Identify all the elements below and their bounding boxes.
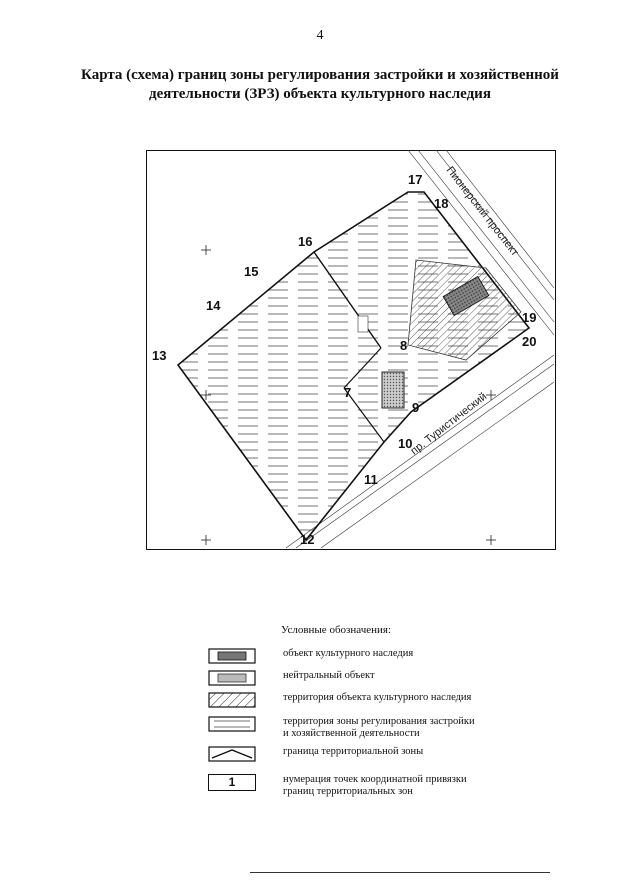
- heritage-territory-symbol: [208, 692, 256, 708]
- point-20-label: 20: [522, 334, 536, 349]
- point-9-label: 9: [412, 400, 419, 415]
- page-number: 4: [316, 28, 324, 43]
- street-turistichesky: [285, 354, 555, 549]
- street-pionersky: [407, 150, 555, 336]
- legend-item-zrz-zone: территория зоны регулирования застройки …: [208, 716, 568, 740]
- legend-text-numbering-line2: границ территориальных зон: [283, 786, 413, 797]
- footer-line: [250, 872, 550, 873]
- legend-text-neutral-object: нейтральный объект: [283, 670, 375, 681]
- point-15-label: 15: [244, 264, 258, 279]
- point-18-label: 18: [434, 196, 448, 211]
- title-line-1: Карта (схема) границ зоны регулирования …: [81, 67, 559, 83]
- zone-boundary-16-8: [313, 251, 382, 349]
- zone-boundary-7-8: [343, 347, 382, 389]
- title-line-2: деятельности (ЗРЗ) объекта культурного н…: [149, 86, 491, 102]
- legend-item-point-numbering: 1 нумерация точек координатной привязки …: [208, 774, 568, 798]
- legend-text-heritage-territory: территория объекта культурного наследия: [283, 692, 472, 703]
- legend-text-zrz-line2: и хозяйственной деятельности: [283, 728, 420, 739]
- legend-text-zrz-line1: территория зоны регулирования застройки: [283, 716, 475, 727]
- legend-title: Условные обозначения:: [281, 624, 392, 636]
- heritage-object: [442, 275, 490, 317]
- legend-item-heritage-territory: территория объекта культурного наследия: [208, 692, 568, 714]
- legend-text-zrz-zone: территория зоны регулирования застройки …: [283, 716, 475, 740]
- point-13-label: 13: [152, 348, 166, 363]
- legend-text-heritage-object: объект культурного наследия: [283, 648, 414, 659]
- zone-map: 17 18 16 15 14 13 19 20 8 7 9 10 11 12 П…: [146, 150, 556, 550]
- point-7-label: 7: [344, 385, 351, 400]
- legend-item-heritage-object: объект культурного наследия: [208, 648, 568, 670]
- point-16-label: 16: [298, 234, 312, 249]
- neutral-object: [381, 371, 405, 409]
- point-12-label: 12: [300, 532, 314, 547]
- grid-crosses: [201, 245, 496, 545]
- zone-boundary-symbol: [208, 746, 256, 762]
- point-11-label: 11: [364, 472, 378, 487]
- page-title: Карта (схема) границ зоны регулирования …: [60, 66, 580, 104]
- zone-boundary-7-10: [343, 387, 385, 443]
- heritage-object-symbol: [208, 648, 256, 664]
- point-8-label: 8: [400, 338, 407, 353]
- neutral-object-symbol: [208, 670, 256, 686]
- point-10-label: 10: [398, 436, 412, 451]
- zrz-zone-symbol: [208, 716, 256, 732]
- point-17-label: 17: [408, 172, 422, 187]
- point-number-symbol: 1: [208, 774, 256, 791]
- legend-text-point-numbering: нумерация точек координатной привязки гр…: [283, 774, 467, 798]
- legend-item-zone-boundary: граница территориальной зоны: [208, 746, 568, 768]
- legend-item-neutral-object: нейтральный объект: [208, 670, 568, 692]
- legend-text-zone-boundary: граница территориальной зоны: [283, 746, 424, 757]
- point-19-label: 19: [522, 310, 536, 325]
- point-14-label: 14: [206, 298, 221, 313]
- small-building: [357, 315, 369, 333]
- legend-text-numbering-line1: нумерация точек координатной привязки: [283, 774, 467, 785]
